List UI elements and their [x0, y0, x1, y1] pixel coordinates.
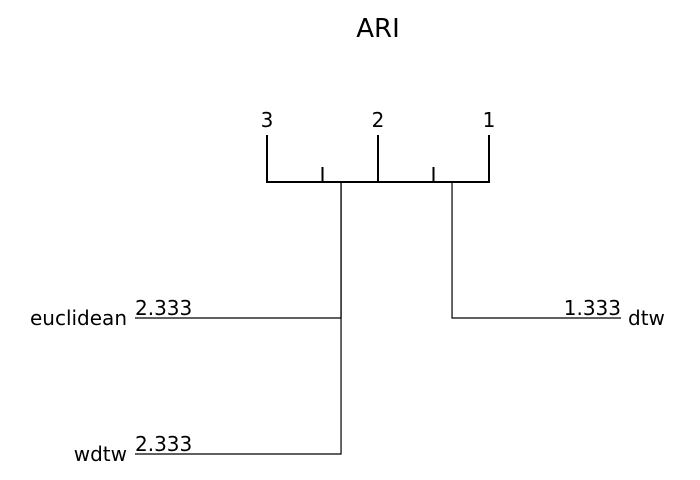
rank-label-euclidean: 2.333	[135, 296, 192, 320]
method-name-wdtw: wdtw	[74, 442, 127, 466]
method-lines: 2.333 euclidean 2.333 wdtw 1.333 dtw	[30, 182, 665, 466]
method-connector-wdtw	[135, 182, 342, 455]
tick-label: 3	[261, 108, 274, 132]
rank-label-dtw: 1.333	[564, 296, 621, 320]
method-connector-dtw	[451, 182, 621, 319]
method-name-dtw: dtw	[628, 306, 665, 330]
tick-label: 2	[372, 108, 385, 132]
method-name-euclidean: euclidean	[30, 306, 127, 330]
rank-label-wdtw: 2.333	[135, 432, 192, 456]
chart-title: ARI	[356, 14, 400, 44]
tick-label: 1	[483, 108, 496, 132]
axis-ticks: 3 2 1	[261, 108, 496, 182]
